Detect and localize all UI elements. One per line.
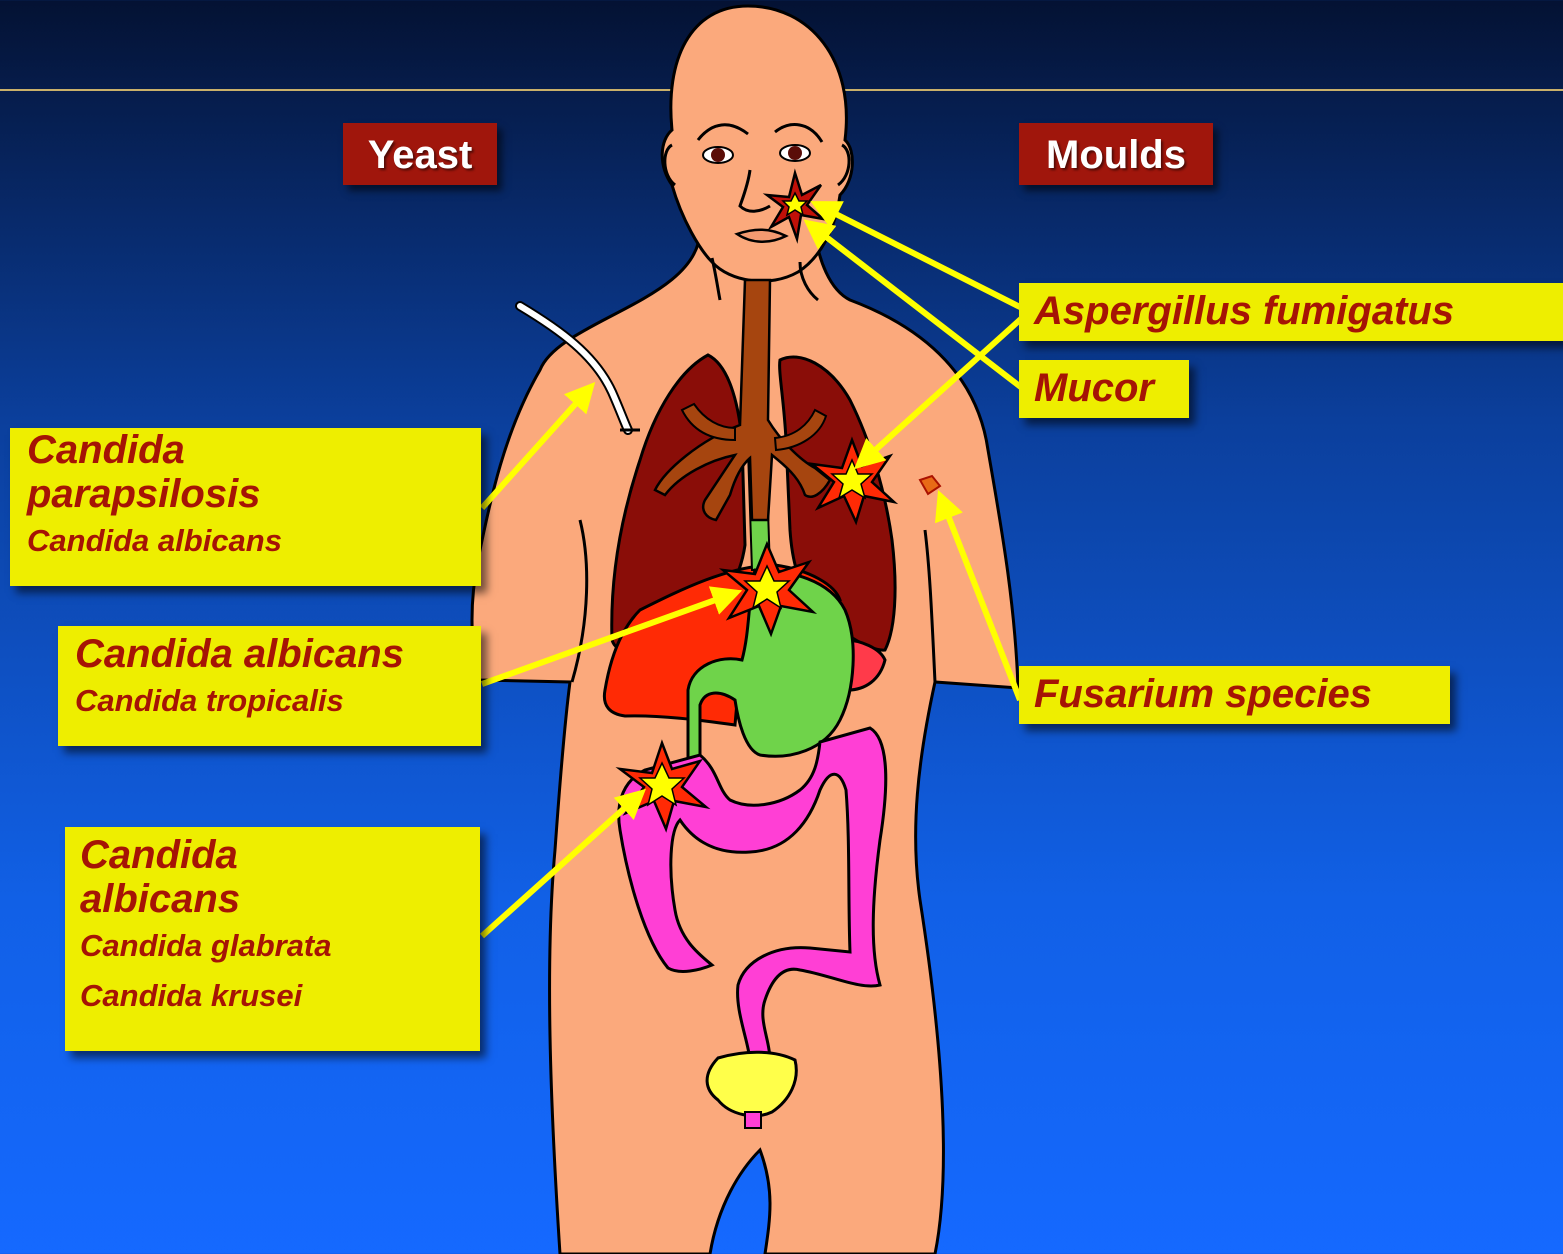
label-fusarium: Fusarium species (1019, 666, 1450, 724)
moulds-header: Moulds (1019, 123, 1213, 185)
fusarium-text: Fusarium species (1034, 666, 1450, 722)
label-liver-candida: Candida albicans Candida tropicalis (58, 626, 481, 746)
pupil-left (711, 148, 725, 162)
yeast-header: Yeast (343, 123, 497, 185)
urethra (745, 1112, 761, 1128)
label-aspergillus: Aspergillus fumigatus (1019, 283, 1563, 341)
liver-secondary-line-1: Candida tropicalis (75, 676, 481, 726)
liver-primary-line-1: Candida albicans (75, 632, 481, 676)
label-gut-candida: Candida albicans Candida glabrata Candid… (65, 827, 480, 1051)
pupil-right (788, 146, 802, 160)
gut-secondary-line-1: Candida glabrata (80, 921, 480, 971)
gut-primary-line-2: albicans (80, 877, 480, 921)
label-catheter-candida: Candida parapsilosis Candida albicans (10, 428, 481, 586)
gut-primary-line-1: Candida (80, 833, 480, 877)
catheter-primary-line-1: Candida (27, 428, 481, 472)
label-mucor: Mucor (1019, 360, 1189, 418)
gut-secondary-line-2: Candida krusei (80, 971, 480, 1021)
catheter-secondary-line-1: Candida albicans (27, 516, 481, 566)
aspergillus-text: Aspergillus fumigatus (1034, 283, 1563, 339)
catheter-primary-line-2: parapsilosis (27, 472, 481, 516)
mucor-text: Mucor (1034, 360, 1189, 416)
